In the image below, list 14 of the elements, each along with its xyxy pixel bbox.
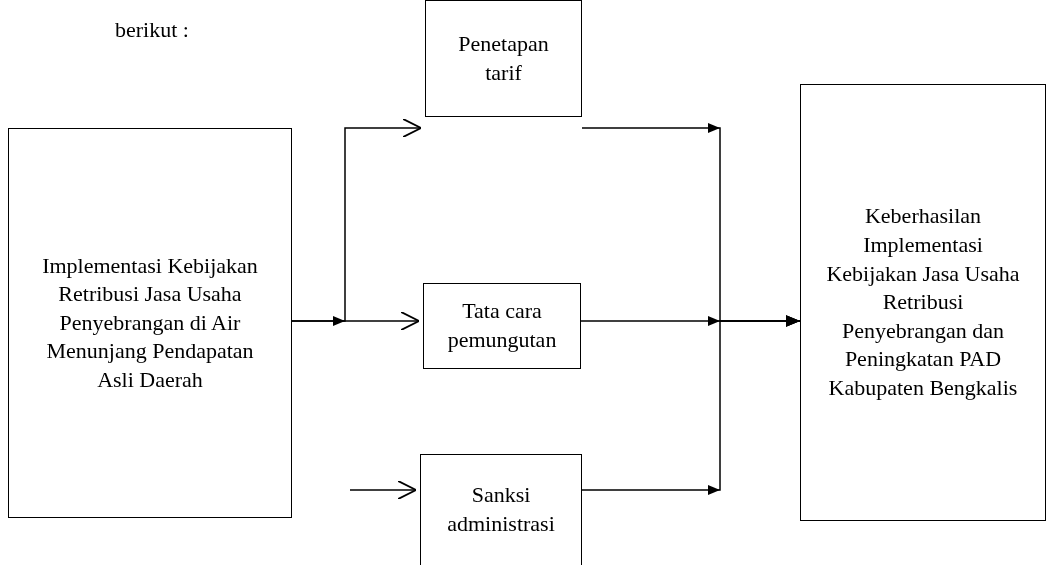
text-box: [420, 454, 582, 565]
text-box: [8, 128, 292, 518]
node-text: Sanksi administrasi: [447, 481, 555, 538]
node-text: Tata cara pemungutan: [447, 297, 557, 354]
text-box: [423, 283, 581, 369]
text-box: [425, 0, 582, 117]
node-text: Keberhasilan Implementasi Kebijakan Jasa Usaha Retribusi Penyebrangan dan Peningkatan PAD Kabupaten Bengkalis: [825, 202, 1021, 402]
arrow: [349, 480, 417, 500]
note-text: berikut :: [115, 17, 189, 43]
node-text: Penetapan tarif: [457, 29, 550, 87]
arrow: [291, 311, 420, 331]
arrow: [581, 315, 801, 491]
text-box: [800, 84, 1046, 521]
node-text: Implementasi Kebijakan Retribusi Jasa Usaha Penyebrangan di Air Menunjang Pendapatan Asli Daerah: [41, 251, 259, 394]
